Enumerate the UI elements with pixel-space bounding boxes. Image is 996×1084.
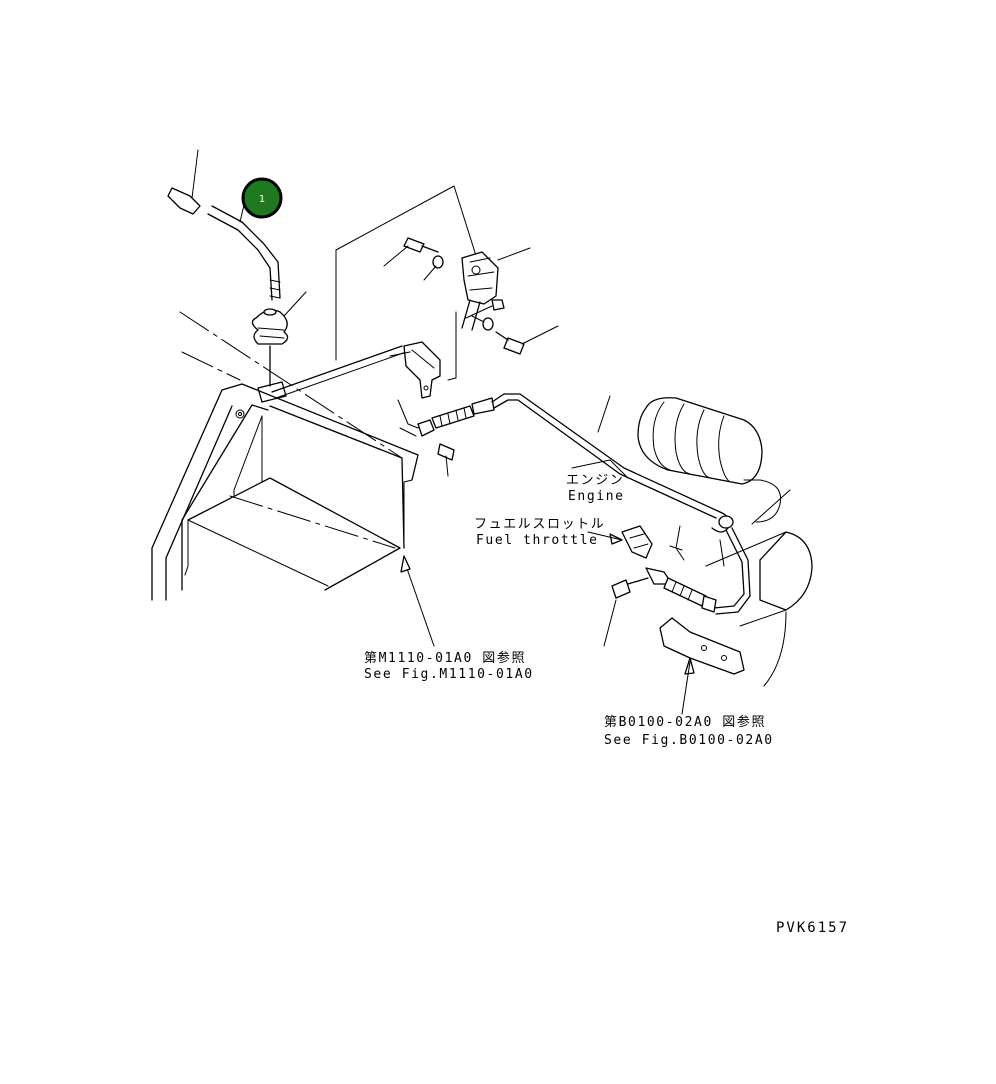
- engine-outline: [637, 397, 813, 687]
- labels: エンジン Engine フュエルスロットル Fuel throttle 第M11…: [364, 473, 849, 936]
- engine-label-en: Engine: [568, 489, 625, 504]
- cable-bracket: [389, 341, 441, 399]
- reference-1-en: See Fig.M1110-01A0: [364, 667, 534, 682]
- fuel-throttle-label-jp: フュエルスロットル: [474, 517, 605, 532]
- cab-floor-structure: [151, 311, 419, 601]
- badge-circle: [241, 177, 283, 219]
- reference-2-jp: 第B0100-02A0 図参照: [604, 714, 766, 730]
- fuel-throttle-label-en: Fuel throttle: [476, 533, 599, 548]
- linkage-assembly: [335, 185, 559, 381]
- badge-number: 1: [259, 194, 265, 205]
- callout-arrows: [400, 459, 695, 715]
- drawing-code: PVK6157: [776, 920, 849, 936]
- throttle-rod: [271, 345, 403, 393]
- reference-1-jp: 第M1110-01A0 図参照: [364, 650, 526, 666]
- reference-2-en: See Fig.B0100-02A0: [604, 733, 774, 748]
- item-number-badge[interactable]: 1: [241, 177, 283, 219]
- throttle-lever-assembly: [167, 149, 307, 387]
- fuel-throttle-detail: [603, 525, 745, 675]
- throttle-rod-edge: [275, 351, 407, 399]
- throttle-cable: [397, 393, 751, 615]
- engine-label-jp: エンジン: [566, 473, 624, 488]
